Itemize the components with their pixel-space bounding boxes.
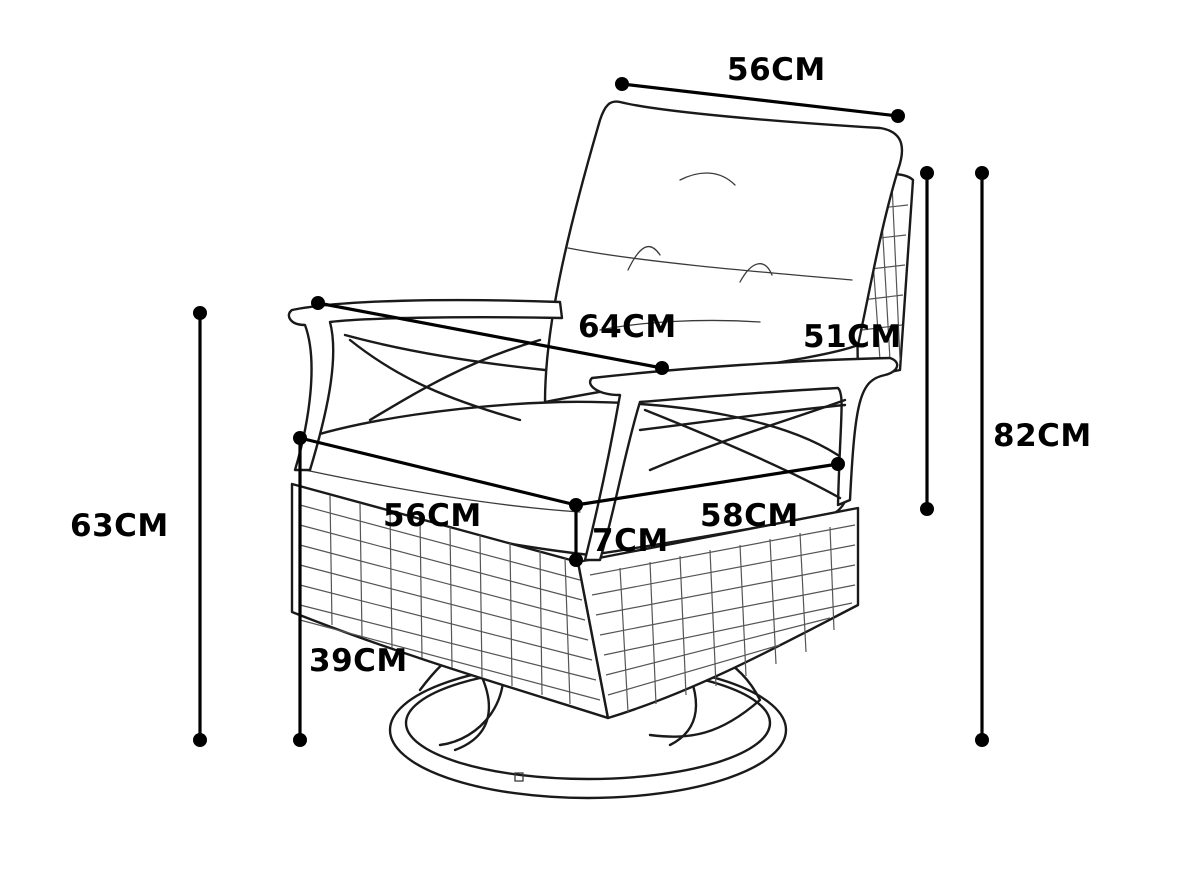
- seat-depth-end-dot: [831, 457, 845, 471]
- back-width-line: [620, 82, 900, 118]
- back-height-top-dot: [920, 166, 934, 180]
- seat-width-line: [298, 436, 578, 507]
- arm-height-bottom-dot: [193, 733, 207, 747]
- back-width-start-dot: [615, 77, 629, 91]
- right-armrest: [583, 356, 899, 562]
- total-height-top-dot: [975, 166, 989, 180]
- back-height-bottom-dot: [920, 502, 934, 516]
- armrest-depth-end-dot: [655, 361, 669, 375]
- back-height-label: 51CM: [803, 319, 902, 355]
- armrest-depth-label: 64CM: [578, 309, 677, 345]
- back-width-label: 56CM: [727, 52, 826, 88]
- seat-depth-label: 58CM: [700, 498, 799, 534]
- seat-height-bottom-dot: [293, 733, 307, 747]
- seat-width-label: 56CM: [383, 498, 482, 534]
- chair-illustration: [287, 100, 915, 800]
- cushion-thickness-bottom-dot: [569, 553, 583, 567]
- total-height-label: 82CM: [993, 418, 1092, 454]
- total-height-bottom-dot: [975, 733, 989, 747]
- dimension-labels: 56CM 64CM 51CM 82CM 63CM 56CM 58CM 7CM 3…: [70, 52, 1092, 679]
- back-width-end-dot: [891, 109, 905, 123]
- seat-height-label: 39CM: [309, 643, 408, 679]
- wicker-base: [290, 482, 860, 720]
- left-armrest: [287, 298, 564, 472]
- cushion-thickness-label: 7CM: [592, 523, 669, 559]
- seat-depth-line: [574, 462, 840, 507]
- back-cushion: [543, 100, 904, 404]
- armrest-depth-line: [316, 301, 664, 370]
- arm-height-top-dot: [193, 306, 207, 320]
- dimension-lines: [193, 77, 989, 747]
- armrest-depth-start-dot: [311, 296, 325, 310]
- arm-height-label: 63CM: [70, 508, 169, 544]
